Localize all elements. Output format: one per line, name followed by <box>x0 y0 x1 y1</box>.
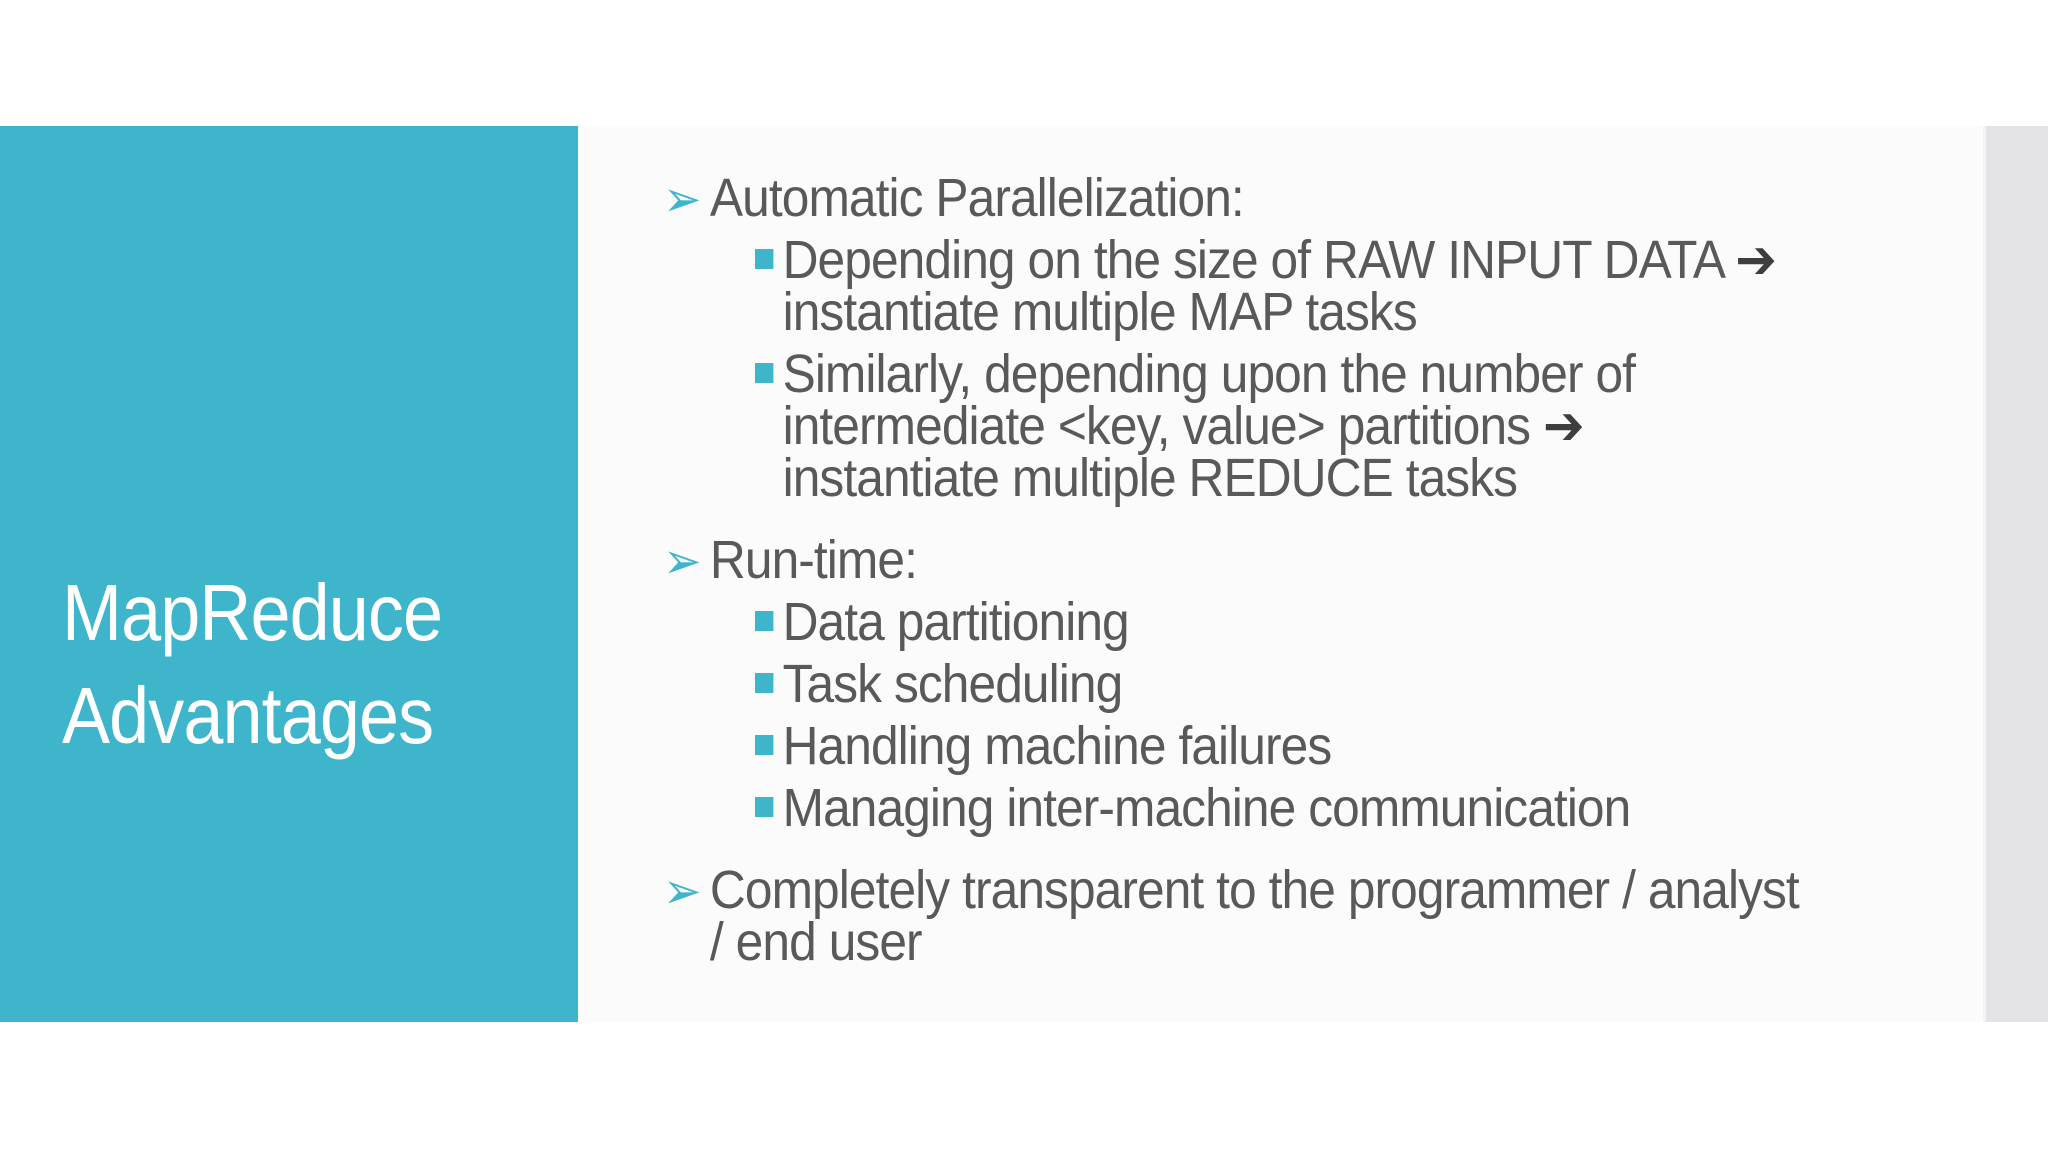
bullet-item-level2: Task scheduling <box>663 657 1896 711</box>
text-line: Data partitioning <box>783 595 1896 649</box>
text-line: Task scheduling <box>783 657 1896 711</box>
square-bullet-icon <box>755 797 774 817</box>
text-segment: / end user <box>709 912 923 972</box>
text-segment: Similarly, depending upon the number of <box>782 344 1636 404</box>
square-bullet-icon <box>755 735 774 755</box>
text-line: Handling machine failures <box>783 719 1896 773</box>
title-panel: MapReduce Advantages <box>0 126 578 1022</box>
text-segment: Depending on the size of RAW INPUT DATA <box>782 230 1736 290</box>
text-segment: Automatic Parallelization: <box>709 168 1245 228</box>
text-segment: Managing inter-machine communication <box>782 778 1632 838</box>
bullet-list: ➢Automatic Parallelization:Depending on … <box>663 170 1896 969</box>
square-bullet-icon <box>755 673 774 693</box>
bullet-item-level1: ➢Run-time: <box>663 532 1896 590</box>
square-bullet-icon <box>755 363 774 383</box>
slide-content-band <box>578 126 1983 1022</box>
bullet-item-level2: Depending on the size of RAW INPUT DATA … <box>663 233 1896 339</box>
title-line-1: MapReduce <box>62 568 443 657</box>
text-segment: Data partitioning <box>782 592 1130 652</box>
square-bullet-icon <box>755 611 774 631</box>
bullet-item-level2: Data partitioning <box>663 595 1896 649</box>
text-segment: intermediate <key, value> partitions <box>782 396 1543 456</box>
text-segment: instantiate multiple MAP tasks <box>782 282 1418 342</box>
arrowhead-bullet-icon: ➢ <box>663 532 702 590</box>
square-bullet-icon <box>755 249 774 269</box>
text-segment: Task scheduling <box>782 654 1124 714</box>
bullet-item-level2: Managing inter-machine communication <box>663 781 1896 835</box>
arrowhead-bullet-icon: ➢ <box>663 862 702 920</box>
text-line: instantiate multiple MAP tasks <box>783 285 1896 339</box>
text-line: Run-time: <box>710 533 1896 587</box>
text-line: instantiate multiple REDUCE tasks <box>783 451 1896 505</box>
text-line: / end user <box>710 915 1896 969</box>
text-line: Similarly, depending upon the number of <box>783 347 1896 401</box>
arrowhead-bullet-icon: ➢ <box>663 170 702 228</box>
text-line: Automatic Parallelization: <box>710 171 1896 225</box>
arrow-right-icon: ➔ <box>1735 228 1777 291</box>
slide-title: MapReduce Advantages <box>62 561 443 767</box>
text-line: intermediate <key, value> partitions ➔ <box>783 399 1896 454</box>
right-gray-strip <box>1983 126 2048 1022</box>
text-segment: Run-time: <box>709 530 918 590</box>
bullet-item-level2: Handling machine failures <box>663 719 1896 773</box>
bullet-item-level1: ➢Automatic Parallelization: <box>663 170 1896 228</box>
text-segment: Completely transparent to the programmer… <box>709 860 1800 920</box>
text-line: Managing inter-machine communication <box>783 781 1896 835</box>
content-area: ➢Automatic Parallelization:Depending on … <box>663 170 1896 969</box>
arrow-right-icon: ➔ <box>1542 394 1585 457</box>
title-line-2: Advantages <box>62 671 434 760</box>
text-line: Depending on the size of RAW INPUT DATA … <box>783 233 1896 288</box>
text-segment: Handling machine failures <box>782 716 1333 776</box>
text-segment: instantiate multiple REDUCE tasks <box>782 448 1518 508</box>
text-line: Completely transparent to the programmer… <box>710 863 1896 917</box>
bullet-item-level1: ➢Completely transparent to the programme… <box>663 862 1896 969</box>
